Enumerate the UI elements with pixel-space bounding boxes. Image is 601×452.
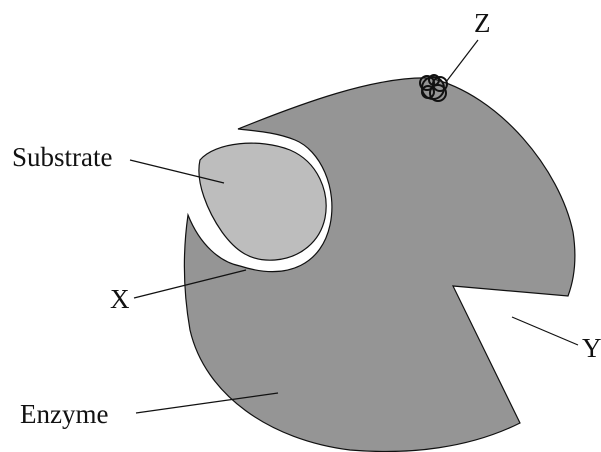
enzyme-body (184, 78, 574, 452)
enzyme-label: Enzyme (20, 401, 108, 428)
substrate-label: Substrate (12, 144, 113, 171)
substrate-shape (199, 143, 326, 260)
z-leader (446, 40, 478, 82)
y-label: Y (582, 335, 601, 362)
z-label: Z (474, 10, 491, 37)
y-leader (512, 317, 578, 345)
x-label: X (110, 286, 130, 313)
